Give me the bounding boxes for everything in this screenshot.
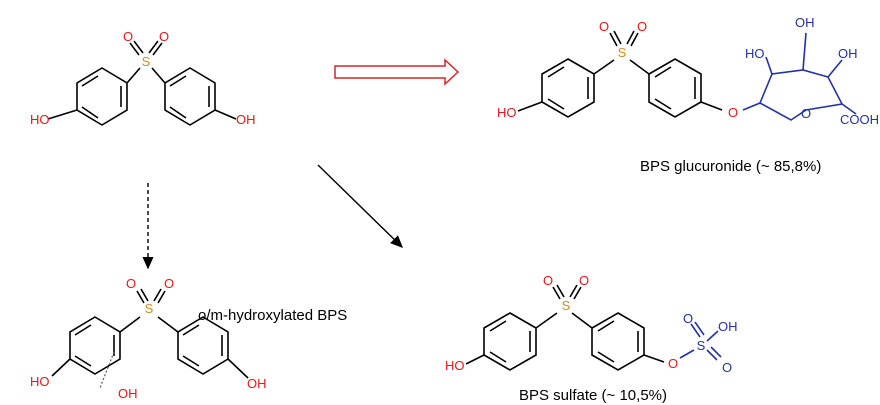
ring-oxygen-label: O (801, 106, 811, 121)
sulfur-label: S (142, 54, 151, 69)
oxygen-label: O (599, 19, 609, 34)
major-pathway-arrow (334, 58, 460, 86)
sulfate-sulfur-label: S (697, 338, 706, 353)
hydroxyl-label: HO (30, 374, 50, 389)
glucuronide-caption: BPS glucuronide (~ 85,8%) (640, 158, 821, 175)
hydroxylation-site-bond (99, 351, 115, 389)
sulfation-arrow (317, 164, 404, 248)
glucuronic-acid-ring (742, 32, 857, 121)
oxygen-label: O (543, 273, 553, 288)
sulfate-group (679, 321, 722, 361)
sulfur-label: S (618, 45, 627, 60)
carboxyl-label: COOH (840, 112, 879, 127)
hydroxyl-label: HO (745, 46, 765, 61)
bps-parent-molecule: S O O HO OH (30, 29, 256, 127)
oxygen-label: O (123, 29, 133, 44)
oxygen-label: O (683, 311, 693, 326)
hydroxyl-label: HO (445, 358, 465, 373)
hydroxylated-caption: o/m-hydroxylated BPS (198, 307, 347, 324)
hydroxyl-label: OH (118, 386, 138, 401)
oxygen-label: O (164, 276, 174, 291)
bridging-oxygen-label: O (668, 356, 678, 371)
hydroxyl-label: HO (497, 105, 517, 120)
hydroxylated-bps-molecule: S O O HO OH OH (30, 276, 267, 401)
oxygen-label: O (126, 276, 136, 291)
oxygen-label: O (722, 360, 732, 375)
hydroxyl-label: HO (30, 112, 50, 127)
bps-glucuronide-molecule: S O O HO O HO OH OH O COOH (497, 15, 879, 127)
sulfur-label: S (145, 301, 154, 316)
hydroxyl-label: OH (236, 112, 256, 127)
hydroxyl-label: OH (247, 376, 267, 391)
sulfur-label: S (562, 298, 571, 313)
oxygen-label: O (637, 19, 647, 34)
oxygen-label: O (159, 29, 169, 44)
glycosidic-oxygen-label: O (728, 105, 738, 120)
bps-sulfate-molecule: S O O HO O S O OH O (445, 273, 738, 375)
hydroxyl-label: OH (838, 46, 858, 61)
oxygen-label: O (579, 273, 589, 288)
hydroxyl-label: OH (795, 15, 815, 30)
hydroxyl-label: OH (718, 319, 738, 334)
sulfate-caption: BPS sulfate (~ 10,5%) (519, 387, 667, 404)
